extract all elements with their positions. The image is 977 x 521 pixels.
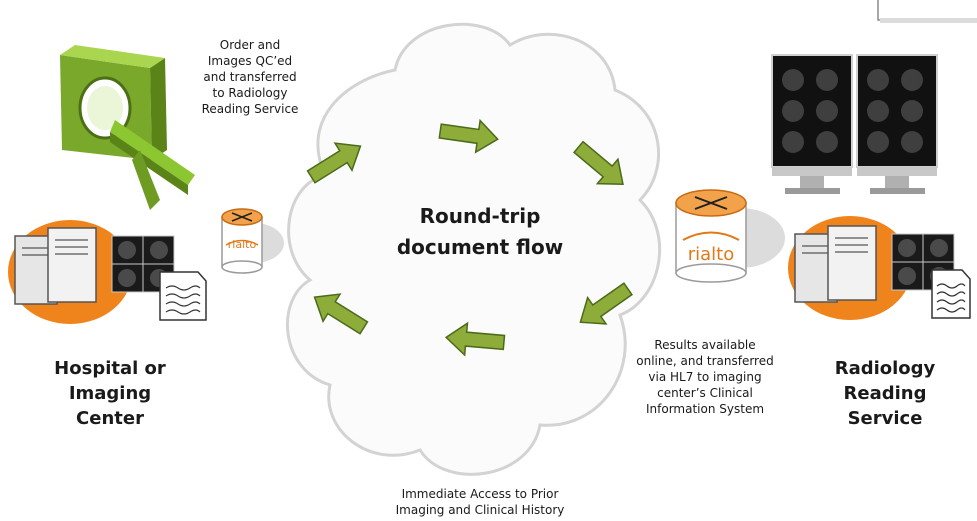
flow-arrow-up-left — [313, 293, 369, 335]
hospital-label: Hospital or Imaging Center — [54, 358, 166, 429]
right-router-icon — [675, 189, 785, 283]
left-router-icon — [221, 208, 284, 274]
prior-access-caption: Immediate Access to Prior Imaging and Cl… — [395, 487, 565, 517]
left-server-cluster-icon — [8, 220, 207, 324]
cloud-shape — [286, 22, 662, 476]
flow-arrow-left — [444, 321, 506, 357]
corner-window-fragment — [877, 0, 977, 23]
flow-arrow-down-left — [579, 282, 633, 325]
radiology-label: Radiology Reading Service — [834, 358, 936, 429]
order-transfer-caption: Order and Images QC’ed and transferred t… — [201, 38, 299, 116]
results-caption: Results available online, and transferre… — [636, 338, 774, 416]
flow-arrow-down-right — [572, 140, 624, 186]
left-router-label: rialto — [227, 238, 257, 251]
right-server-cluster-icon — [788, 216, 971, 320]
flow-arrow-right — [438, 118, 499, 154]
right-router-label: rialto — [687, 244, 735, 265]
ct-scanner-icon — [60, 45, 195, 210]
dual-monitor-icon — [771, 54, 938, 194]
flow-arrow-up-right — [306, 142, 362, 184]
diagram-title: Round-trip document flow — [396, 204, 564, 259]
